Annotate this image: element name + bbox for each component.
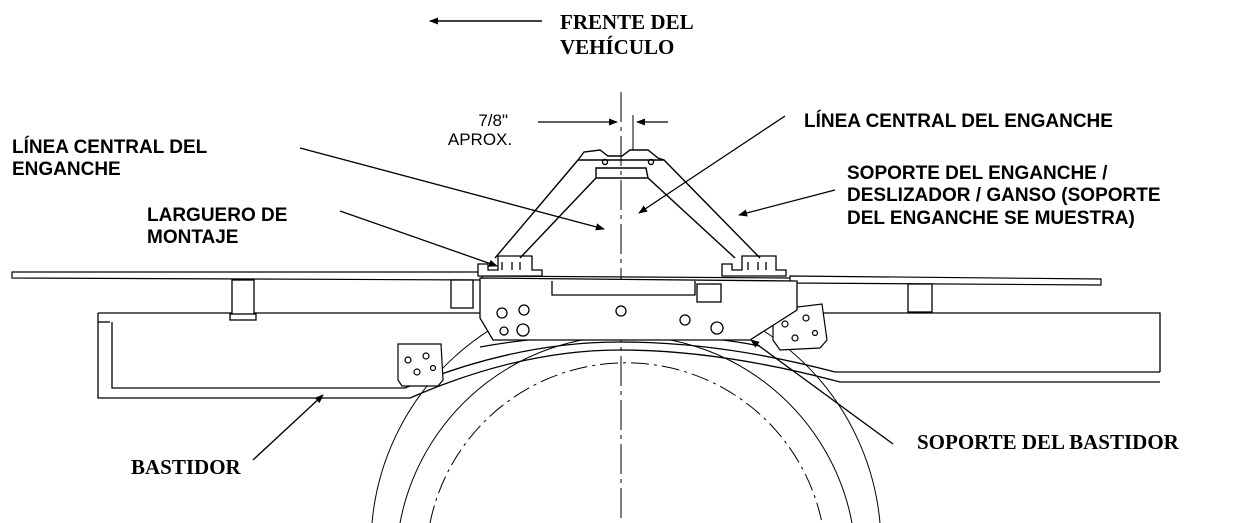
hitch-support-line-1: SOPORTE DEL ENGANCHE / [847, 163, 1108, 184]
hitch-centerline-right-label: LÍNEA CENTRAL DEL ENGANCHE [804, 111, 1113, 133]
hitch-centerline-right-line-1: LÍNEA CENTRAL DEL ENGANCHE [804, 111, 1113, 132]
mounting-rails [477, 255, 787, 277]
hitch-support-label: SOPORTE DEL ENGANCHE / DESLIZADOR / GANS… [847, 163, 1161, 230]
dimension-value: 7/8" [478, 111, 508, 130]
frame-label: BASTIDOR [131, 455, 241, 480]
mounting-rail-label: LARGUERO DE MONTAJE [147, 205, 287, 250]
vehicle-front-line-2: VEHÍCULO [560, 34, 675, 59]
hitch-centerline-left-label: LÍNEA CENTRAL DEL ENGANCHE [12, 137, 207, 182]
bed-floor [11, 271, 1102, 286]
dimension-label: 7/8" APROX. [440, 111, 520, 149]
hitch-support-line-2: DESLIZADOR / GANSO (SOPORTE [847, 185, 1161, 207]
hitch-centerline-left-line-1: LÍNEA CENTRAL DEL [12, 137, 208, 158]
dimension-approx: APROX. [447, 129, 513, 149]
hitch-crossmember [229, 277, 933, 341]
mounting-rail-line-2: MONTAJE [147, 227, 239, 249]
frame-bracket-label: SOPORTE DEL BASTIDOR [917, 430, 1179, 455]
vehicle-front-line-1: FRENTE DEL [560, 10, 694, 34]
hitch-centerline [620, 92, 634, 523]
leader-lines [252, 115, 894, 461]
frame-line-1: BASTIDOR [131, 455, 241, 479]
mounting-rail-line-1: LARGUERO DE [147, 205, 288, 226]
hitch-support-line-3: DEL ENGANCHE SE MUESTRA) [847, 207, 1135, 229]
vehicle-front-label: FRENTE DEL VEHÍCULO [560, 10, 694, 60]
frame-bracket-line-1: SOPORTE DEL BASTIDOR [917, 430, 1179, 454]
hitch-centerline-left-line-2: ENGANCHE [12, 159, 121, 181]
hitch-support-frame [494, 149, 761, 259]
frame-bracket-plates [397, 303, 828, 387]
